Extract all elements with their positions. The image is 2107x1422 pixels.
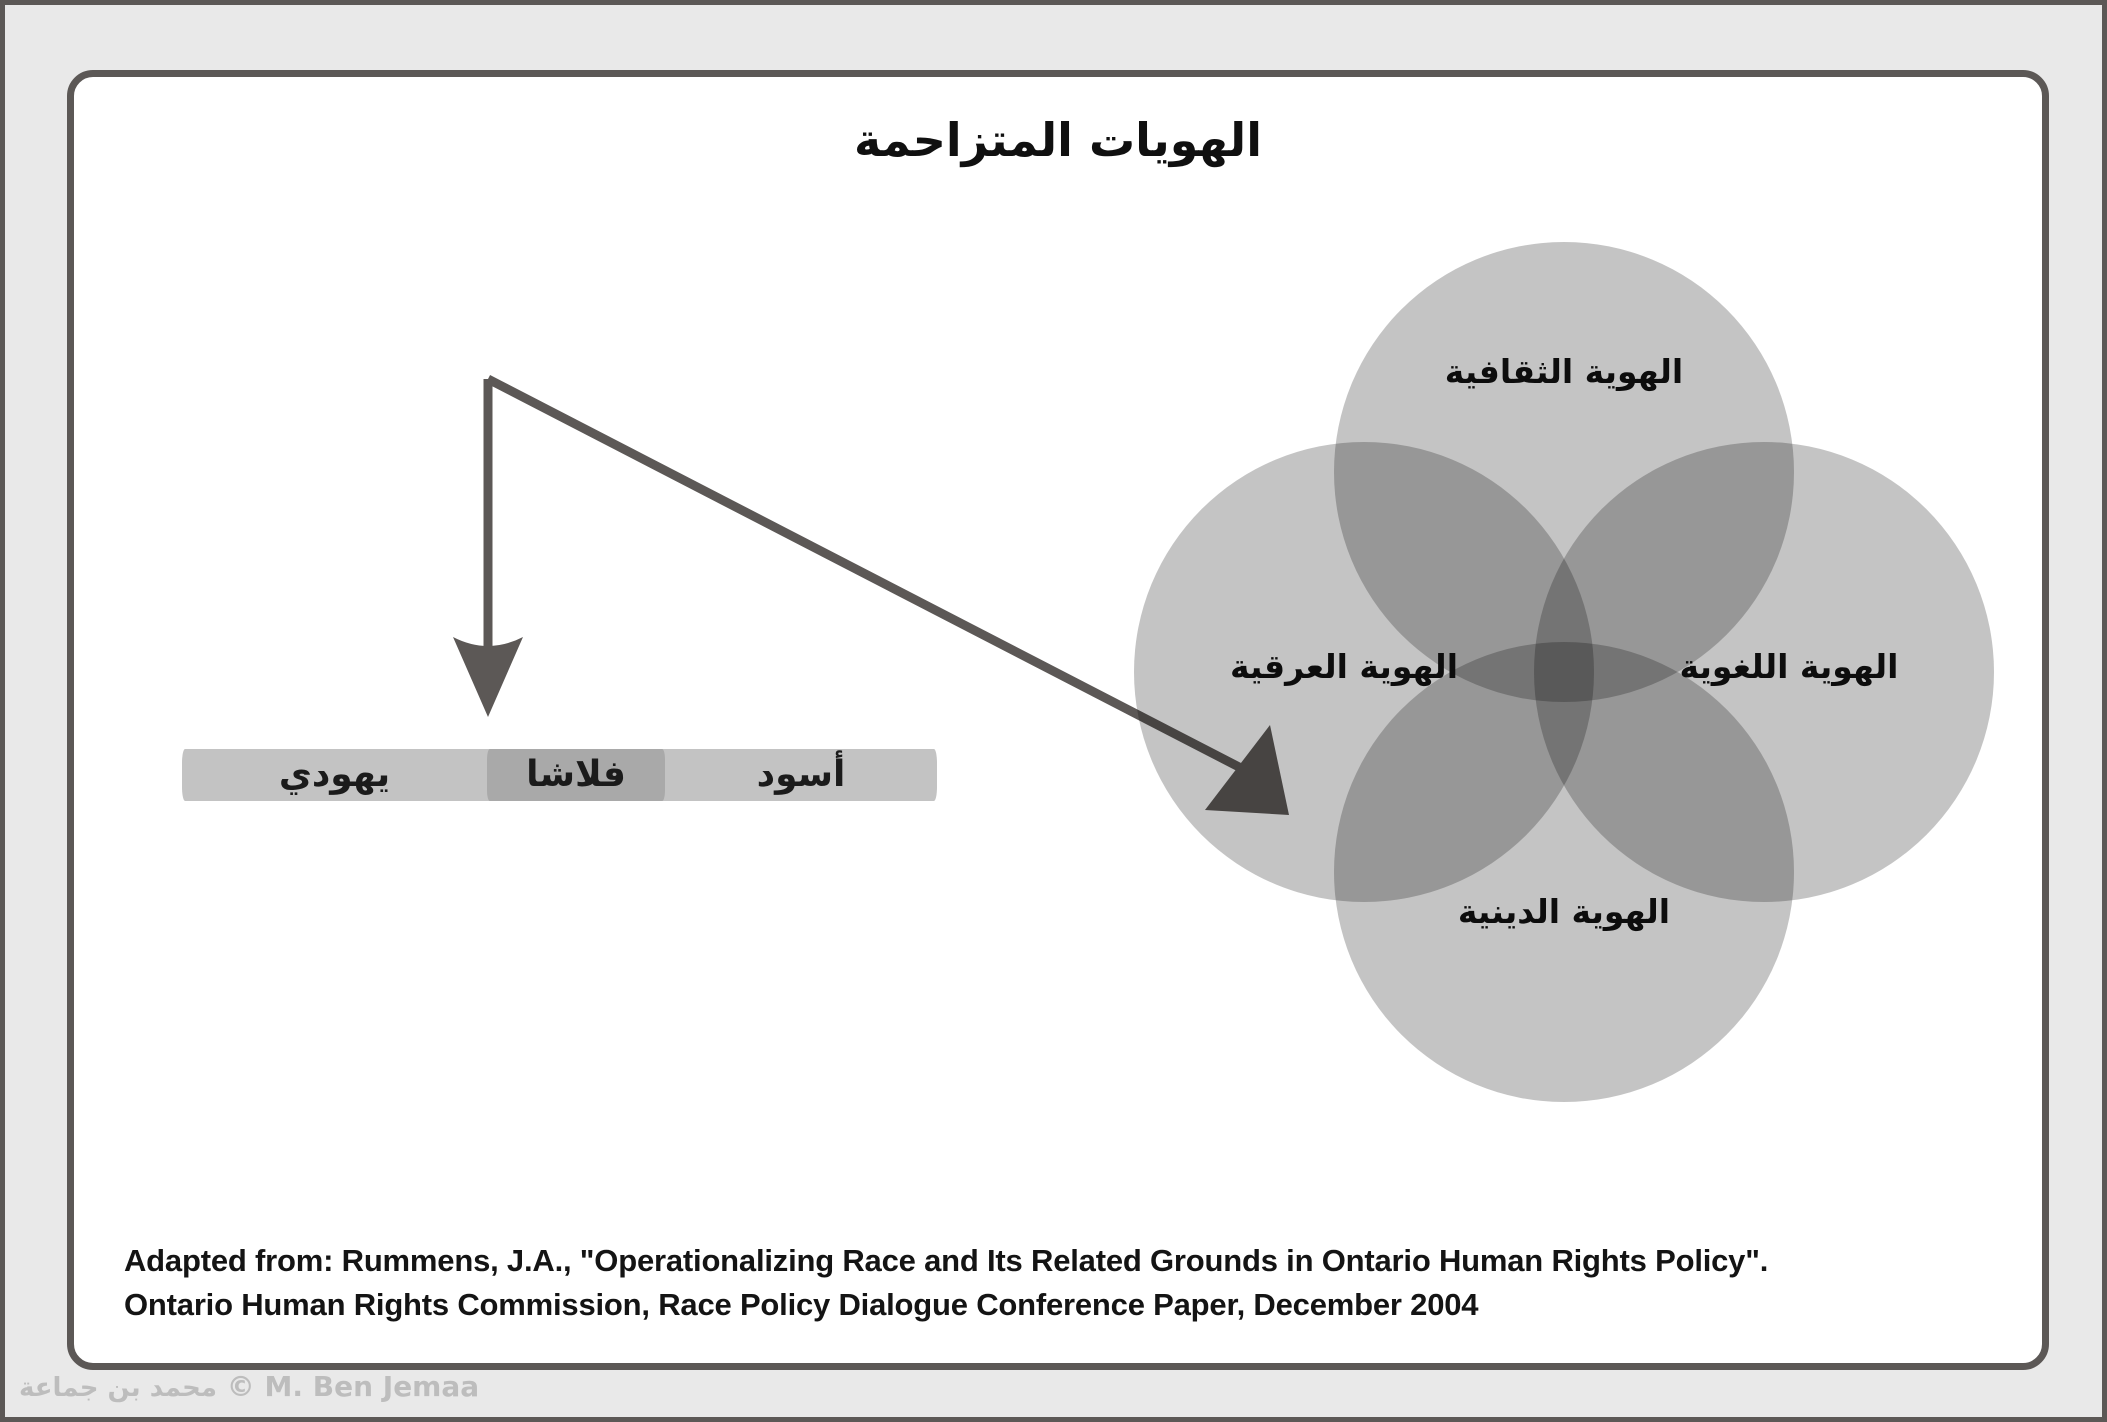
credit-arabic-name: محمد بن جماعة <box>19 1373 218 1403</box>
citation-block: Adapted from: Rummens, J.A., "Operationa… <box>124 1239 2004 1327</box>
bar-segment-black: أسود <box>756 754 846 795</box>
page-title: الهويات المتزاحمة <box>854 113 1262 167</box>
arrow-head-down <box>453 637 523 717</box>
citation-line-1: Adapted from: Rummens, J.A., "Operationa… <box>124 1243 1769 1278</box>
venn-circle-religious <box>1334 642 1794 1102</box>
venn-label-cultural: الهوية الثقافية <box>1444 352 1684 391</box>
venn-label-ethnic: الهوية العرقية <box>1229 647 1459 686</box>
copyright-icon: © <box>226 1370 255 1403</box>
slide-panel: الهويات المتزاحمة أسود فلاشا يهودي الهوي… <box>67 70 2049 1370</box>
venn-label-religious: الهوية الدينية <box>1457 892 1671 931</box>
bar-segment-falasha: فلاشا <box>487 749 665 801</box>
arrow-diagonal-shaft <box>485 375 1242 771</box>
identity-spectrum-bar: أسود فلاشا يهودي <box>182 749 937 801</box>
venn-label-linguistic: الهوية اللغوية <box>1679 647 1899 686</box>
copyright-credit: محمد بن جماعة © M. Ben Jemaa <box>19 1365 479 1409</box>
credit-latin-name: M. Ben Jemaa <box>264 1370 480 1403</box>
citation-line-2: Ontario Human Rights Commission, Race Po… <box>124 1287 1479 1323</box>
overlapping-identities-venn: الهوية الثقافية الهوية العرقية الهوية ال… <box>1134 242 1994 1102</box>
bar-segment-jewish: يهودي <box>278 754 391 795</box>
